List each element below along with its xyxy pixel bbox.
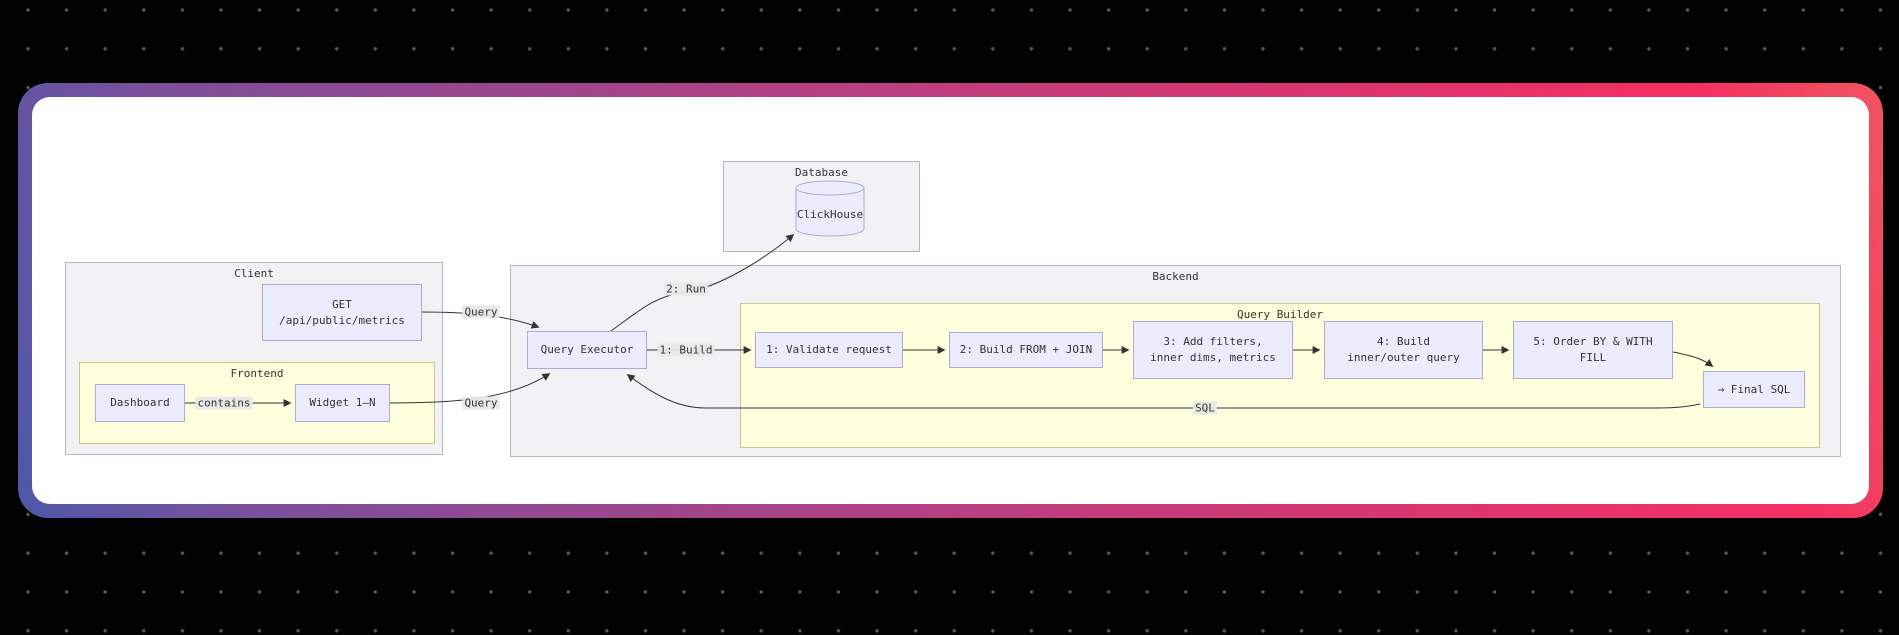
node-widget: Widget 1–N	[295, 384, 390, 422]
edge-label-run: 2: Run	[664, 282, 708, 296]
node-widget-label: Widget 1–N	[309, 396, 376, 409]
edge-label-contains: contains	[195, 396, 253, 410]
node-query-executor: Query Executor	[527, 331, 647, 369]
cluster-frontend-label: Frontend	[230, 367, 284, 380]
node-step1-validate: 1: Validate request	[755, 332, 903, 368]
edge-label-sql: SQL	[1193, 401, 1217, 415]
edge-label-query-top: Query	[462, 305, 500, 319]
cluster-backend-label: Backend	[1152, 270, 1199, 283]
cluster-client-label: Client	[234, 267, 274, 280]
node-clickhouse-label: ClickHouse	[796, 208, 864, 221]
node-final-sql: → Final SQL	[1703, 371, 1805, 408]
edge-label-build: 1: Build	[657, 343, 715, 357]
node-get-api: GET /api/public/metrics	[262, 284, 422, 341]
node-step3-line1: 3: Add filters,	[1163, 335, 1263, 348]
node-step3-filters: 3: Add filters, inner dims, metrics	[1133, 321, 1293, 379]
node-dashboard-label: Dashboard	[110, 396, 170, 409]
node-step4-inner-outer: 4: Build inner/outer query	[1324, 321, 1483, 379]
node-final-sql-label: → Final SQL	[1717, 382, 1791, 396]
node-dashboard: Dashboard	[95, 384, 185, 422]
cluster-database-label: Database	[795, 166, 848, 179]
edge-label-query-bottom: Query	[462, 396, 500, 410]
node-step5-line2: FILL	[1579, 351, 1607, 364]
cluster-query-builder-label: Query Builder	[1236, 308, 1324, 321]
node-step2-from-join: 2: Build FROM + JOIN	[949, 332, 1103, 368]
cluster-database: Database	[723, 161, 920, 252]
node-step4-line1: 4: Build	[1377, 335, 1430, 348]
node-step5-order-by: 5: Order BY & WITH FILL	[1513, 321, 1673, 379]
node-step3-line2: inner dims, metrics	[1150, 351, 1276, 364]
node-get-api-line2: /api/public/metrics	[279, 313, 405, 327]
node-step5-line1: 5: Order BY & WITH	[1533, 335, 1653, 348]
node-query-executor-label: Query Executor	[540, 343, 634, 356]
node-step4-line2: inner/outer query	[1347, 351, 1460, 364]
node-get-api-line1: GET	[332, 297, 352, 311]
node-step2-label: 2: Build FROM + JOIN	[959, 343, 1093, 356]
node-step1-label: 1: Validate request	[766, 343, 892, 356]
